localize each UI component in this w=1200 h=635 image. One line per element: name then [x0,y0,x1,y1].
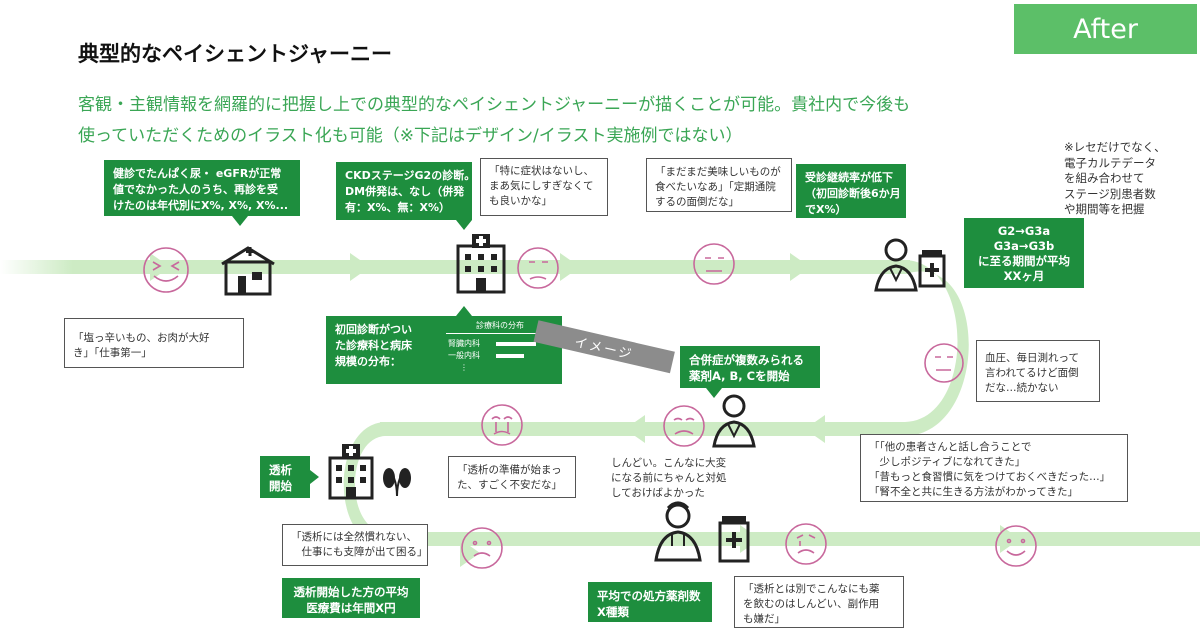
neutral-face-icon [517,247,559,289]
crying-face-icon [481,404,523,446]
speech-want-eat: 「まだまだ美味しいものが 食べたいなあ」「定期通院 するの面倒だな」 [646,158,792,212]
dept-bar-1 [496,342,536,346]
speech-salty: 「塩っ辛いもの、お肉が大好 き」「仕事第一」 [64,318,244,368]
speech-peers: 「「他の患者さんと話し合うことで 少しポジティブになれてきた」 「昔もっと食習慣… [860,434,1128,502]
side-note: ※レセだけでなく、 電子カルテデータ を組み合わせて ステージ別患者数 や期間等… [1064,140,1166,216]
dept-row-3: ⋮ [460,363,468,372]
hospital-icon [456,234,506,294]
kidney-icon [383,468,411,497]
dialysis-start-box: 透析 開始 [260,456,310,498]
after-badge: After [1014,4,1197,54]
first-dept-box: 初回診断がつい た診療科と病床 規模の分布： 診療科の分布 腎臓内科 一般内科 … [326,316,562,384]
checkup-pointer [232,216,248,226]
speech-pills: 「透析とは別でこんなにも薬 を飲むのはしんどい、副作用 も嫌だ」 [734,576,904,628]
first-dept-pointer [456,306,472,316]
clinic-icon [221,246,275,296]
medicine-bottle-icon-2 [718,516,750,563]
speech-no-symptom: 「特に症状はないし、 まあ気にしすぎなくて も良いかな」 [480,158,608,216]
dept-bar-2 [496,354,524,358]
avg-rx-box: 平均での処方薬剤数 X種類 [588,582,712,622]
doctor-icon [874,238,918,292]
g2-g3-box: G2→G3a G3a→G3b に至る期間が平均 XXヶ月 [964,218,1084,288]
speech-bp: 血圧、毎日測れって 言われてるけど面倒 だな…続かない [976,340,1100,402]
page-title: 典型的なペイシェントジャーニー [78,42,392,66]
retention-box: 受診継続率が低下 （初回診断後6か月 でX%） [796,164,906,218]
ckd-g2-pointer [456,220,472,230]
worried-face-icon [785,523,827,565]
complication-pointer [706,388,722,398]
ckd-g2-box: CKDステージG2の診断。 DM併発は、なし（併発 有：X%、無：X%） [336,162,475,220]
lead-text: 客観・主観情報を網羅的に把握し上での典型的なペイシェントジャーニーが描くことが可… [78,95,911,146]
medicine-bottle-icon [918,250,946,288]
first-dept-label: 初回診断がつい た診療科と病床 規模の分布： [335,323,412,368]
meh-face-icon-2 [924,343,964,383]
dialysis-pointer [310,470,319,484]
sad-face-icon [663,405,705,447]
speech-dialysis-fear: 「透析の準備が始まっ た、すごく不安だな」 [448,456,576,498]
sad-face-icon-2 [461,527,503,569]
complication-box: 合併症が複数みられる 薬剤A, B, Cを開始 [680,346,820,388]
happy-face-icon [143,247,189,293]
meh-face-icon [693,243,735,285]
smile-face-icon [995,525,1037,567]
doctor-icon-2 [712,394,756,448]
dept-chart-title: 診療科の分布 [476,321,524,330]
speech-regret: しんどい。こんなに大変 になる前にちゃんと対処 しておけばよかった [602,450,740,506]
dept-row-1: 腎臓内科 [448,339,480,348]
hospital-icon-2 [328,444,374,500]
nurse-icon [654,501,702,562]
speech-work: 「透析には全然慣れない、 仕事にも支障が出て困る」 [282,524,428,566]
checkup-box: 健診でたんぱく尿・ eGFRが正常 値でなかった人のうち、再診を受 けたのは年代… [104,160,300,216]
dept-row-2: 一般内科 [448,351,480,360]
dialysis-cost-box: 透析開始した方の平均 医療費は年間X円 [282,578,420,618]
dept-chart-axis [446,333,556,334]
